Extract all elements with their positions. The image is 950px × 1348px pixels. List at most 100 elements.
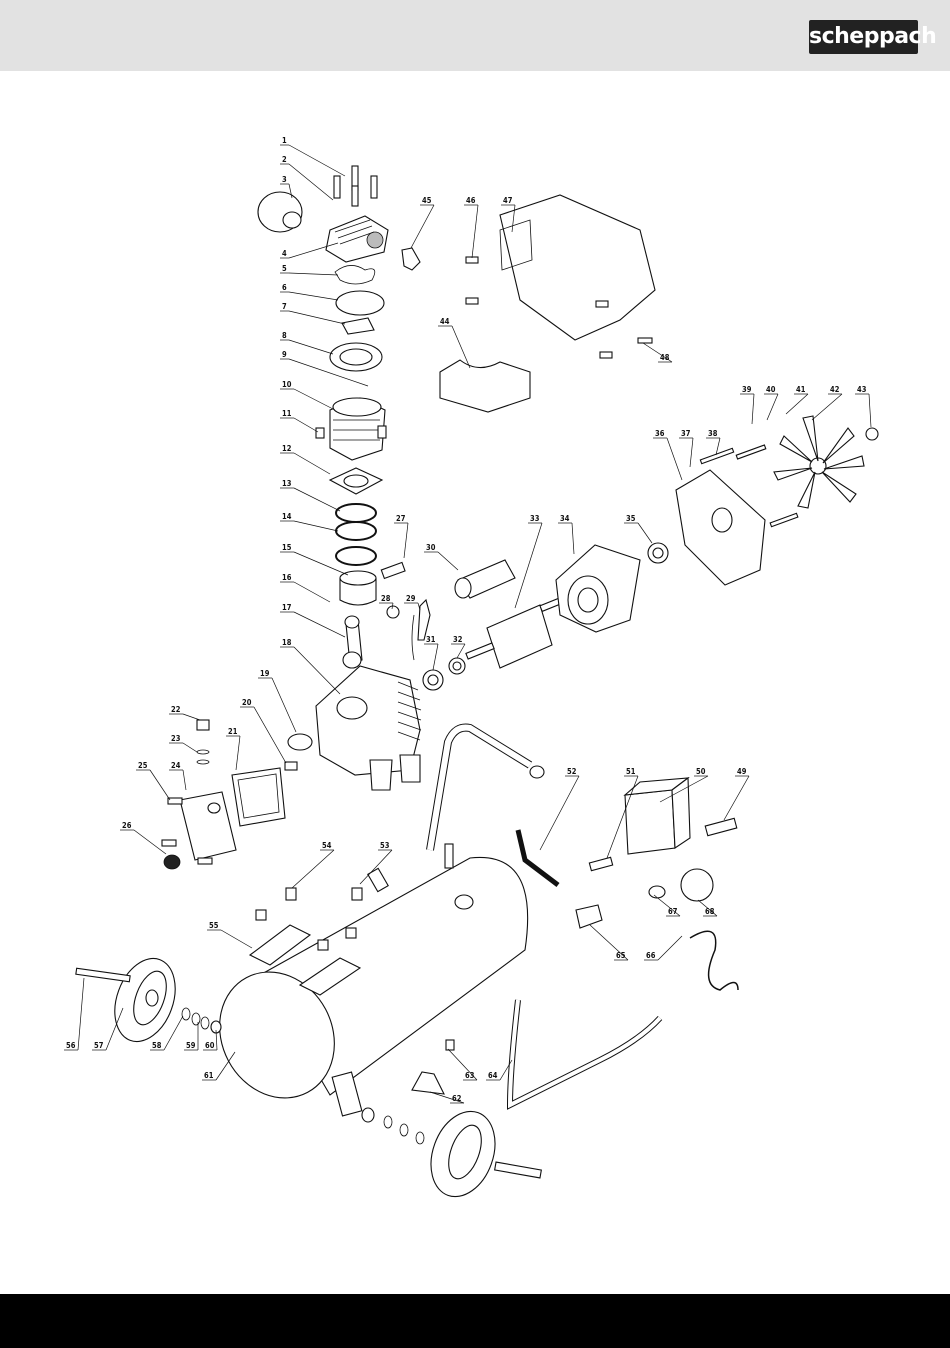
part-label-5: 5 bbox=[282, 264, 287, 273]
leader-line bbox=[289, 164, 333, 200]
leader-line bbox=[690, 438, 693, 467]
part-label-30: 30 bbox=[426, 543, 436, 552]
part-label-53: 53 bbox=[380, 841, 390, 850]
part-label-48: 48 bbox=[660, 353, 670, 362]
leader-line bbox=[294, 647, 340, 694]
part-label-44: 44 bbox=[440, 317, 450, 326]
part-label-40: 40 bbox=[766, 385, 776, 394]
leader-line bbox=[752, 394, 754, 424]
part-label-32: 32 bbox=[453, 635, 463, 644]
part-label-10: 10 bbox=[282, 380, 292, 389]
part-label-21: 21 bbox=[228, 727, 238, 736]
leader-line bbox=[404, 523, 408, 558]
part-label-65: 65 bbox=[616, 951, 626, 960]
part-label-28: 28 bbox=[381, 594, 391, 603]
leader-line bbox=[289, 311, 345, 324]
part-label-34: 34 bbox=[560, 514, 570, 523]
leader-line bbox=[289, 340, 333, 354]
leader-line bbox=[724, 776, 749, 820]
leader-line bbox=[515, 523, 542, 608]
footer-bar bbox=[0, 1294, 950, 1348]
part-label-42: 42 bbox=[830, 385, 840, 394]
leader-line bbox=[236, 736, 240, 770]
part-label-6: 6 bbox=[282, 283, 287, 292]
leader-line bbox=[272, 678, 296, 732]
part-label-67: 67 bbox=[668, 907, 678, 916]
part-label-9: 9 bbox=[282, 350, 287, 359]
part-label-46: 46 bbox=[466, 196, 476, 205]
part-label-20: 20 bbox=[242, 698, 252, 707]
part-label-11: 11 bbox=[282, 409, 292, 418]
leader-line bbox=[294, 488, 340, 511]
leader-line bbox=[183, 770, 186, 790]
part-label-66: 66 bbox=[646, 951, 656, 960]
part-label-12: 12 bbox=[282, 444, 292, 453]
part-label-62: 62 bbox=[452, 1094, 462, 1103]
part-label-68: 68 bbox=[705, 907, 715, 916]
part-label-51: 51 bbox=[626, 767, 636, 776]
part-label-41: 41 bbox=[796, 385, 806, 394]
part-label-38: 38 bbox=[708, 429, 718, 438]
leader-line bbox=[289, 292, 338, 300]
leader-line bbox=[472, 205, 478, 258]
part-label-39: 39 bbox=[742, 385, 752, 394]
part-label-33: 33 bbox=[530, 514, 540, 523]
part-label-54: 54 bbox=[322, 841, 332, 850]
part-label-56: 56 bbox=[66, 1041, 76, 1050]
leader-line bbox=[638, 523, 652, 543]
leader-line bbox=[294, 612, 345, 637]
part-label-55: 55 bbox=[209, 921, 219, 930]
leader-line bbox=[438, 552, 458, 570]
leader-line bbox=[221, 930, 252, 948]
part-label-15: 15 bbox=[282, 543, 292, 552]
leader-line bbox=[164, 1016, 183, 1050]
leader-line bbox=[658, 936, 682, 960]
part-label-25: 25 bbox=[138, 761, 148, 770]
leader-line bbox=[292, 850, 334, 888]
leader-line bbox=[134, 830, 166, 854]
part-label-1: 1 bbox=[282, 136, 287, 145]
part-label-2: 2 bbox=[282, 155, 287, 164]
part-label-52: 52 bbox=[567, 767, 577, 776]
part-label-14: 14 bbox=[282, 512, 292, 521]
part-label-24: 24 bbox=[171, 761, 181, 770]
part-label-23: 23 bbox=[171, 734, 181, 743]
part-label-4: 4 bbox=[282, 249, 287, 258]
leader-line bbox=[254, 707, 286, 763]
part-label-37: 37 bbox=[681, 429, 691, 438]
part-label-36: 36 bbox=[655, 429, 665, 438]
leader-line bbox=[294, 582, 330, 602]
part-label-63: 63 bbox=[465, 1071, 475, 1080]
part-label-22: 22 bbox=[171, 705, 181, 714]
leader-line bbox=[289, 273, 338, 275]
leader-line bbox=[294, 552, 348, 575]
part-label-18: 18 bbox=[282, 638, 292, 647]
part-label-61: 61 bbox=[204, 1071, 214, 1080]
leader-line bbox=[294, 453, 330, 474]
part-label-27: 27 bbox=[396, 514, 406, 523]
leader-line bbox=[812, 394, 842, 420]
leader-line bbox=[869, 394, 871, 427]
leader-line bbox=[150, 770, 170, 800]
part-label-64: 64 bbox=[488, 1071, 498, 1080]
part-label-43: 43 bbox=[857, 385, 867, 394]
leader-line bbox=[183, 743, 197, 752]
part-label-13: 13 bbox=[282, 479, 292, 488]
part-label-35: 35 bbox=[626, 514, 636, 523]
part-label-16: 16 bbox=[282, 573, 292, 582]
part-label-31: 31 bbox=[426, 635, 436, 644]
part-label-47: 47 bbox=[503, 196, 513, 205]
part-label-8: 8 bbox=[282, 331, 287, 340]
part-label-49: 49 bbox=[737, 767, 747, 776]
part-label-17: 17 bbox=[282, 603, 292, 612]
part-label-7: 7 bbox=[282, 302, 287, 311]
leader-line bbox=[294, 418, 318, 432]
part-label-58: 58 bbox=[152, 1041, 162, 1050]
leader-line bbox=[78, 978, 84, 1050]
part-label-29: 29 bbox=[406, 594, 416, 603]
leader-line bbox=[294, 521, 338, 531]
part-label-60: 60 bbox=[205, 1041, 215, 1050]
leader-line bbox=[767, 394, 778, 420]
leader-line bbox=[289, 145, 345, 176]
